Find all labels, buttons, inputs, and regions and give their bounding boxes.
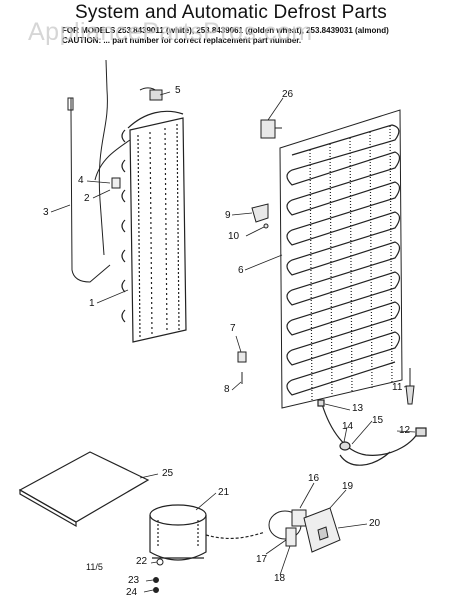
callout-4: 4 — [78, 175, 84, 186]
callout-26: 26 — [282, 89, 294, 100]
callout-2: 2 — [84, 193, 90, 204]
callout-9: 9 — [225, 210, 231, 221]
relay-overload — [268, 507, 341, 553]
leader-lines — [50, 91, 416, 593]
callout-11: 11 — [392, 382, 403, 393]
callout-18: 18 — [274, 573, 286, 584]
callout-15: 15 — [372, 415, 384, 426]
callout-17: 17 — [256, 554, 268, 565]
power-cord — [317, 399, 427, 466]
callout-7: 7 — [230, 323, 236, 334]
callout-10: 10 — [228, 231, 240, 242]
watermark-text: AppliancePartsPros.com — [28, 18, 313, 46]
condenser — [279, 109, 403, 409]
clip-26 — [260, 119, 282, 139]
callout-12: 12 — [399, 425, 411, 436]
callout-22: 22 — [136, 556, 148, 567]
fasteners — [153, 558, 164, 593]
page-code: 11/5 — [86, 562, 103, 572]
evaporator — [121, 110, 187, 343]
callout-23: 23 — [128, 575, 140, 586]
note-line: CAUTION: ... part number for correct rep… — [62, 36, 302, 45]
bracket-9 — [251, 203, 269, 229]
capillary-tube — [67, 59, 111, 283]
callout-3: 3 — [43, 207, 49, 218]
callout-8: 8 — [224, 384, 230, 395]
callout-16: 16 — [308, 473, 320, 484]
callout-1: 1 — [89, 298, 95, 309]
callout-19: 19 — [342, 481, 354, 492]
part-11-connector — [405, 368, 415, 405]
breaker-strip — [18, 451, 150, 528]
callout-21: 21 — [218, 487, 230, 498]
diagram-title: System and Automatic Defrost Parts — [75, 2, 387, 23]
callout-24: 24 — [126, 587, 138, 598]
callout-25: 25 — [162, 468, 174, 479]
part-7-clip — [237, 351, 247, 384]
callout-14: 14 — [342, 421, 354, 432]
callout-6: 6 — [238, 265, 244, 276]
defrost-wiring — [94, 87, 163, 189]
callout-5: 5 — [175, 85, 181, 96]
models-line: FOR MODELS 253.8439011 (white), 253.8439… — [62, 26, 389, 35]
compressor — [149, 504, 266, 561]
callout-20: 20 — [369, 518, 381, 529]
callout-13: 13 — [352, 403, 364, 414]
